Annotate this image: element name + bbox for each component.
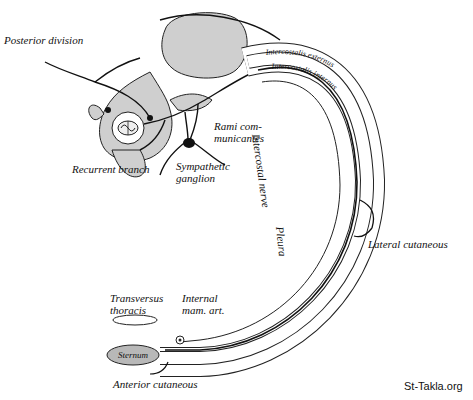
part-label: Rami com- municantes — [214, 120, 276, 144]
sympathetic-ganglion — [183, 138, 195, 148]
pleura-line — [180, 81, 340, 342]
part-label: Lateral cutaneous — [368, 238, 468, 250]
watermark: St-Takla.org — [404, 380, 473, 392]
part-label: Pleura — [274, 226, 290, 267]
part-label: Sympathetic ganglion — [176, 160, 248, 184]
anterior-structures — [113, 315, 184, 374]
muscle-label: Intercostalis internus — [270, 62, 339, 92]
lateral-cutaneous-branch — [354, 200, 374, 237]
part-label: Transversus thoracis — [110, 292, 180, 316]
sternum-shape: Sternum — [106, 344, 160, 366]
rib-band — [160, 58, 370, 362]
vertebra — [89, 13, 247, 177]
curved-labels: Intercostalis externusIntercostalis inte… — [264, 47, 339, 92]
ganglion — [105, 107, 111, 113]
node-label: Sternum — [106, 344, 160, 366]
part-label: Recurrent branch — [72, 163, 182, 175]
part-label: Anterior cutaneous — [113, 378, 223, 390]
part-label: Posterior division — [4, 34, 114, 46]
ganglion — [147, 115, 153, 121]
part-label: Internal mam. art. — [182, 292, 232, 316]
part-label: Intercostal nerve — [250, 133, 274, 224]
spinal-cord — [112, 112, 144, 144]
